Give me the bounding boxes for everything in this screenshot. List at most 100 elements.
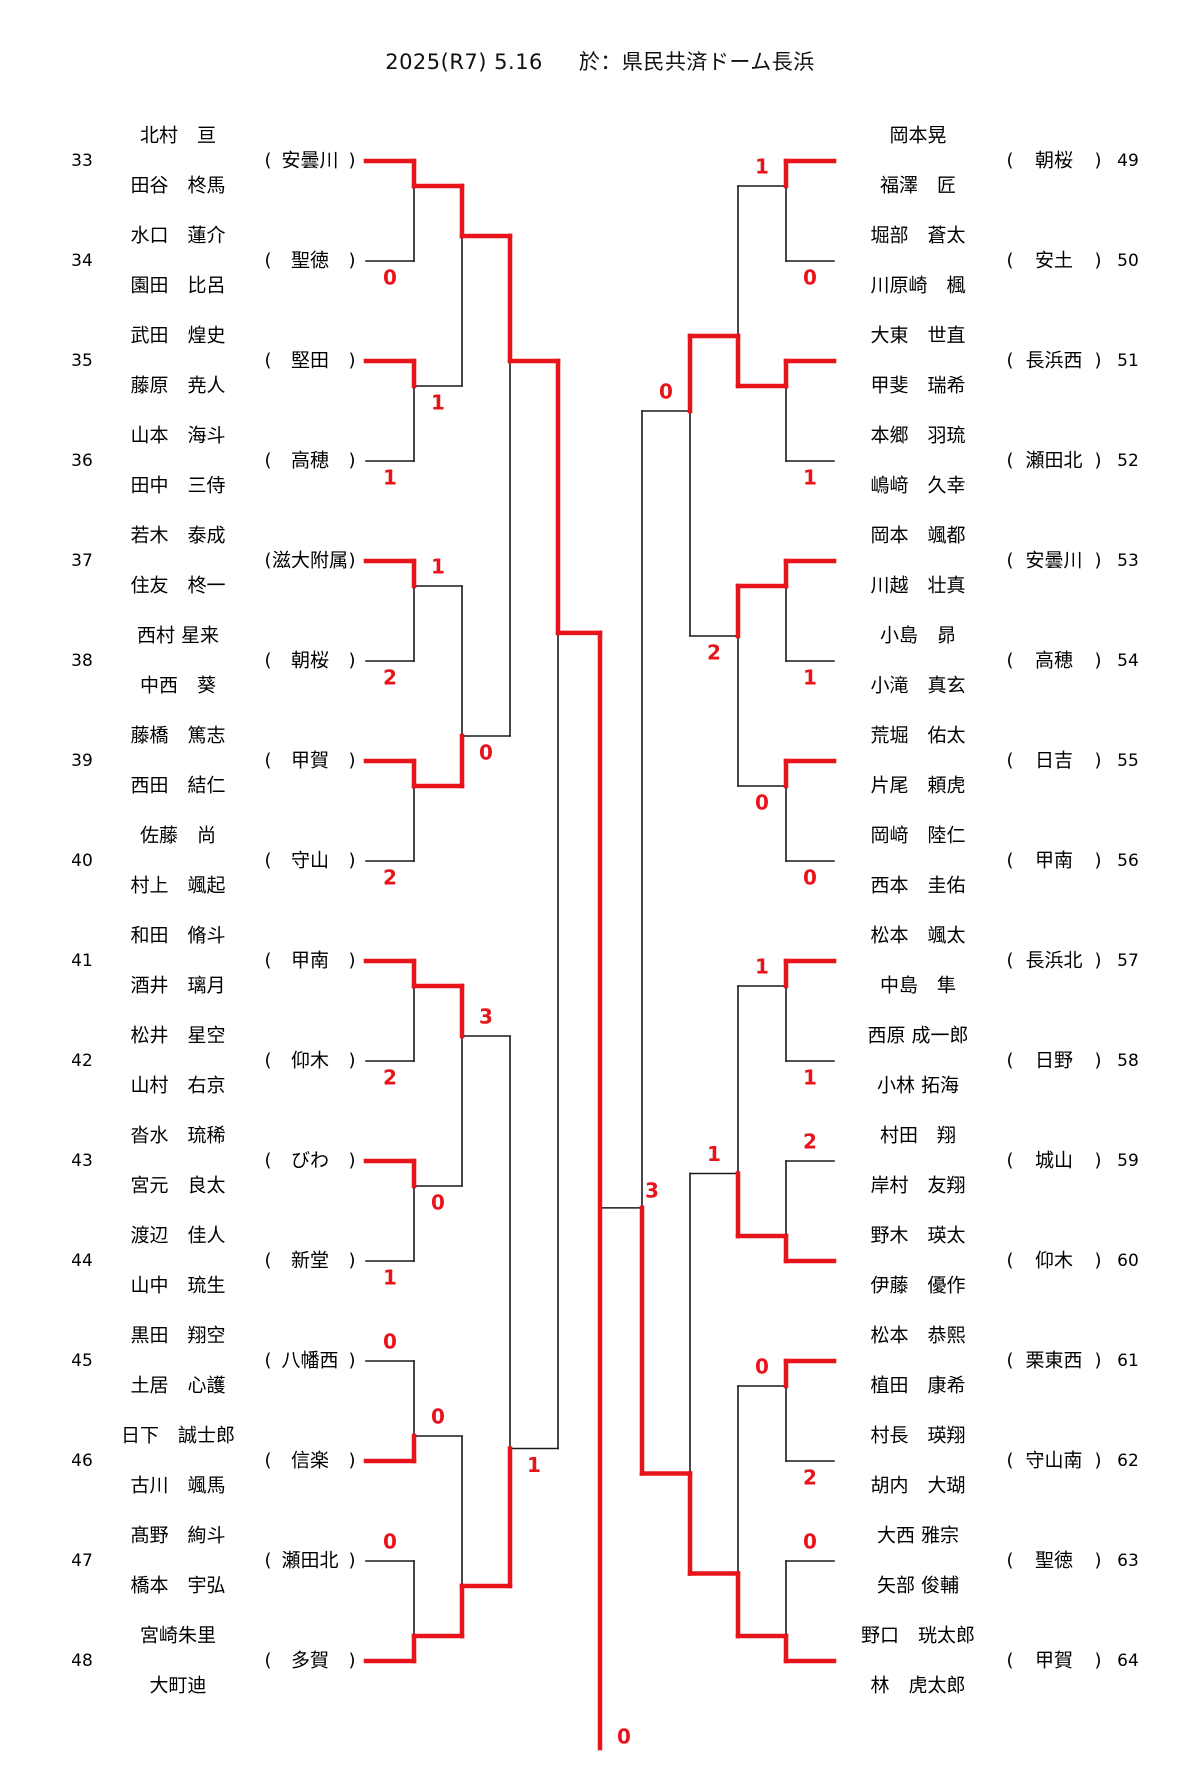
school-paren-open: ( (264, 750, 271, 771)
player-name: 沓水 琉稀 (130, 1125, 225, 1147)
school-paren-open: ( (1006, 150, 1013, 171)
player-name: 佐藤 尚 (140, 825, 216, 847)
school-paren-close: ) (348, 1550, 355, 1571)
school-paren-close: ) (1094, 350, 1101, 371)
school-paren-close: ) (348, 650, 355, 671)
match-score: 0 (383, 266, 397, 290)
school-name: 甲賀 (291, 750, 329, 772)
match-score: 1 (803, 1066, 817, 1090)
school-paren-open: ( (1006, 1350, 1013, 1371)
player-name: 松井 星空 (130, 1025, 225, 1047)
school-paren-close: ) (348, 550, 355, 571)
school-paren-open: ( (264, 250, 271, 271)
player-name: 黒田 翔空 (130, 1325, 225, 1347)
match-score: 1 (383, 1266, 397, 1290)
school-paren-close: ) (348, 1350, 355, 1371)
school-name: 仰木 (1035, 1250, 1073, 1272)
school-paren-open: ( (1006, 1250, 1013, 1271)
school-paren-open: ( (1006, 250, 1013, 271)
entry-number: 35 (71, 351, 93, 371)
school-paren-close: ) (348, 850, 355, 871)
school-paren-open: ( (264, 350, 271, 371)
school-paren-close: ) (348, 750, 355, 771)
player-name: 西田 結仁 (130, 775, 225, 797)
school-paren-open: ( (1006, 1050, 1013, 1071)
school-paren-close: ) (1094, 850, 1101, 871)
entry-number: 34 (71, 251, 93, 271)
match-score: 1 (755, 955, 769, 979)
school-name: 朝桜 (1035, 150, 1073, 172)
match-score: 0 (755, 791, 769, 815)
school-name: 朝桜 (291, 650, 329, 672)
entry-number: 62 (1117, 1451, 1139, 1471)
school-name: 甲南 (1035, 850, 1073, 872)
entry-number: 52 (1117, 451, 1139, 471)
school-name: 多賀 (291, 1650, 329, 1672)
player-name: 宮元 良太 (130, 1175, 225, 1197)
entry-number: 56 (1117, 851, 1139, 871)
school-name: 瀬田北 (281, 1550, 338, 1572)
entry-number: 60 (1117, 1251, 1139, 1271)
match-score: 1 (527, 1453, 541, 1477)
player-name: 片尾 頼虎 (870, 775, 965, 797)
player-name: 村田 翔 (880, 1125, 956, 1147)
player-name: 若木 泰成 (130, 525, 225, 547)
player-name: 住友 柊一 (130, 575, 225, 597)
player-name: 矢部 俊輔 (877, 1575, 959, 1597)
match-score: 0 (755, 1355, 769, 1379)
match-score: 0 (803, 266, 817, 290)
match-score: 2 (383, 866, 397, 890)
entry-number: 37 (71, 551, 93, 571)
entry-number: 53 (1117, 551, 1139, 571)
entry-number: 41 (71, 951, 93, 971)
school-name: 日吉 (1035, 750, 1073, 772)
match-score: 1 (431, 555, 445, 579)
school-name: 長浜西 (1025, 350, 1082, 372)
player-name: 中島 隼 (880, 975, 956, 997)
school-name: 八幡西 (281, 1350, 338, 1372)
match-score: 1 (383, 466, 397, 490)
match-score: 1 (803, 666, 817, 690)
school-name: 甲賀 (1035, 1650, 1073, 1672)
player-name: 宮崎朱里 (140, 1625, 216, 1647)
player-name: 武田 煌史 (130, 325, 225, 347)
school-name: 城山 (1035, 1150, 1073, 1172)
player-name: 水口 蓮介 (130, 225, 225, 247)
player-name: 西村 星来 (137, 625, 219, 647)
player-name: 西原 成一郎 (867, 1025, 968, 1047)
player-name: 林 虎太郎 (870, 1675, 965, 1697)
player-name: 岡本晃 (889, 125, 946, 147)
school-paren-close: ) (1094, 1550, 1101, 1571)
school-paren-open: ( (1006, 1450, 1013, 1471)
school-paren-close: ) (1094, 1450, 1101, 1471)
player-name: 伊藤 優作 (870, 1275, 965, 1297)
entry-number: 49 (1117, 151, 1139, 171)
school-paren-open: ( (264, 1450, 271, 1471)
player-name: 村上 颯起 (130, 875, 225, 897)
school-name: 守山 (291, 850, 329, 872)
school-paren-close: ) (348, 250, 355, 271)
school-paren-open: ( (1006, 550, 1013, 571)
school-name: 高穂 (291, 450, 329, 472)
player-name: 野木 瑛太 (870, 1225, 965, 1247)
school-name: 守山南 (1025, 1450, 1082, 1472)
bracket-lines (365, 185, 835, 1637)
player-name: 小滝 真玄 (870, 675, 965, 697)
school-paren-close: ) (348, 1650, 355, 1671)
match-score: 2 (707, 641, 721, 665)
school-paren-open: ( (264, 1350, 271, 1371)
final-score: 0 (617, 1725, 631, 1749)
entry-number: 55 (1117, 751, 1139, 771)
school-paren-close: ) (1094, 150, 1101, 171)
entry-number: 61 (1117, 1351, 1139, 1371)
match-score: 0 (803, 1530, 817, 1554)
player-name: 古川 颯馬 (130, 1475, 225, 1497)
entry-number: 46 (71, 1451, 93, 1471)
school-paren-open: ( (264, 950, 271, 971)
match-score: 2 (383, 1066, 397, 1090)
match-score: 2 (803, 1466, 817, 1490)
school-name: 安土 (1035, 250, 1073, 272)
player-name: 大町迪 (149, 1675, 206, 1697)
entry-number: 47 (71, 1551, 93, 1571)
